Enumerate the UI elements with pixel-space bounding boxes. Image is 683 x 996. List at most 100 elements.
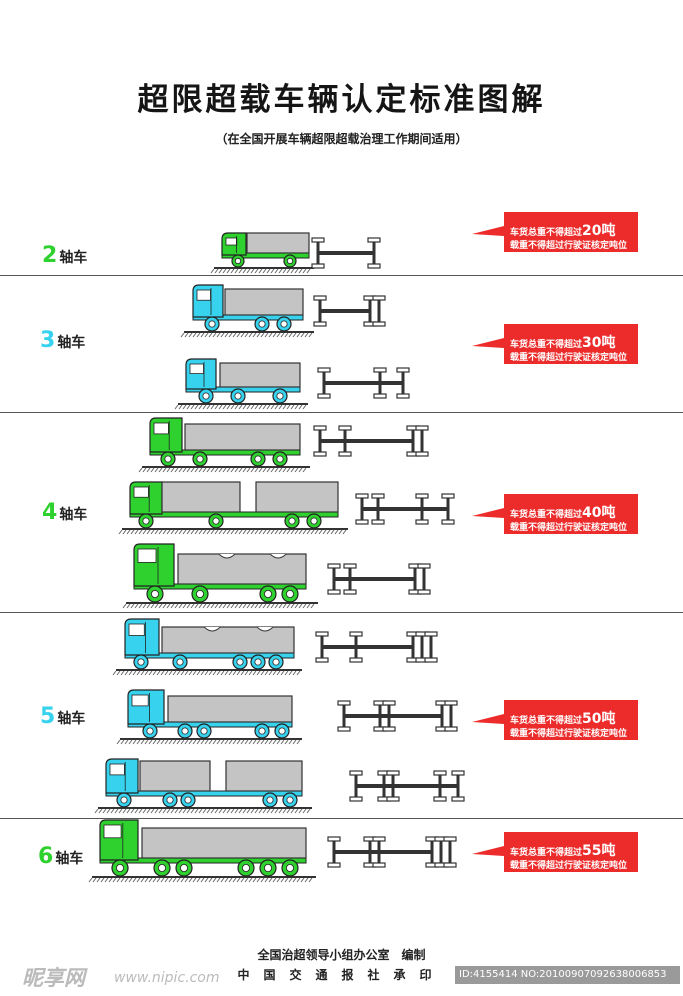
ground-hatch [120,739,125,745]
axle-tire [313,425,327,431]
wheel-hub [234,392,242,400]
ground-hatch [318,529,323,535]
ground-hatch [196,877,201,883]
ground-hatch [88,877,93,883]
ground-hatch [190,467,195,473]
ground-hatch [284,670,289,676]
ground-hatch [162,603,167,609]
ground-hatch [140,739,145,745]
axle-tire [415,451,429,457]
axle-unit: 轴车 [57,335,86,351]
ground-hatch [306,268,311,274]
axle-tire [417,589,431,595]
ground-hatch [186,808,191,814]
ground-hatch [194,404,199,410]
wheel-hub [263,590,272,599]
axle-tire [373,393,387,399]
ground-hatch [188,670,193,676]
ground-hatch [176,877,181,883]
ground-hatch [260,877,265,883]
ground-hatch [220,739,225,745]
ground-hatch [334,529,339,535]
axle-count: 2 [42,243,58,268]
cab-window [153,422,169,435]
ground-hatch [250,603,255,609]
ground-hatch [266,603,271,609]
truck-cab [185,358,217,390]
ground-hatch [262,404,267,410]
ground-hatch [236,739,241,745]
ground-hatch [326,529,331,535]
ground-hatch [234,529,239,535]
wheel-hub [285,590,294,599]
axle-tire [441,519,455,525]
ground-hatch [168,739,173,745]
ground-hatch [256,877,261,883]
ground-hatch [260,670,265,676]
ground-hatch [118,808,123,814]
limit-callout-55t: 车货总重不得超过55吨 载重不得超过行驶证核定吨位 [472,832,640,872]
axle-tire [433,796,447,802]
ground-hatch [314,529,319,535]
ground-hatch [218,603,223,609]
callout-shape [472,700,638,740]
ground-hatch [258,268,263,274]
ground-hatch [268,739,273,745]
ground-hatch [244,670,249,676]
ground-hatch [192,739,197,745]
wheel-hub [196,455,204,463]
ground-hatch [292,670,297,676]
axle-unit: 轴车 [57,711,86,727]
ground-hatch [240,332,245,338]
ground-hatch [96,877,101,883]
ground-hatch [300,877,305,883]
ground-hatch [298,404,303,410]
axle-tire [311,237,325,243]
ground-hatch [304,877,309,883]
cargo-box [246,232,310,254]
ground-hatch [280,877,285,883]
axle-tire [343,563,357,569]
axle-unit: 轴车 [59,507,88,523]
ground-line [138,466,310,473]
ground-hatch [200,332,205,338]
cab-window [109,763,125,776]
ground-hatch [302,467,307,473]
ground-hatch [308,332,313,338]
axle-tire [338,451,352,457]
wheel-hub [195,590,204,599]
ground-hatch [150,808,155,814]
ground-hatch [278,404,283,410]
axle-tire [396,367,410,373]
axle-tire [424,631,438,637]
ground-hatch [182,808,187,814]
ground-hatch [202,467,207,473]
ground-hatch [164,877,169,883]
section-divider [0,275,683,276]
ground-hatch [274,603,279,609]
ground-hatch [246,467,251,473]
ground-hatch [124,670,129,676]
limit-callout-30t: 车货总重不得超过30吨 载重不得超过行驶证核定吨位 [472,324,640,364]
ground-hatch [158,467,163,473]
ground-hatch [228,739,233,745]
ground-hatch [226,467,231,473]
ground-hatch [200,670,205,676]
cargo-notch [218,553,287,559]
ground-hatch [212,877,217,883]
ground-hatch [292,332,297,338]
ground-hatch [302,603,307,609]
axle-label-4: 4 轴车 [42,500,87,525]
ground-hatch [230,603,235,609]
ground-hatch [110,808,115,814]
cab-window [128,623,145,636]
cargo-box [177,553,307,585]
ground-hatch [138,808,143,814]
axle-tire [313,295,327,301]
ground-hatch [202,404,207,410]
ground-hatch [248,739,253,745]
ground-hatch [296,877,301,883]
ground-hatch [216,877,221,883]
ground-hatch [160,739,165,745]
ground-hatch [186,603,191,609]
